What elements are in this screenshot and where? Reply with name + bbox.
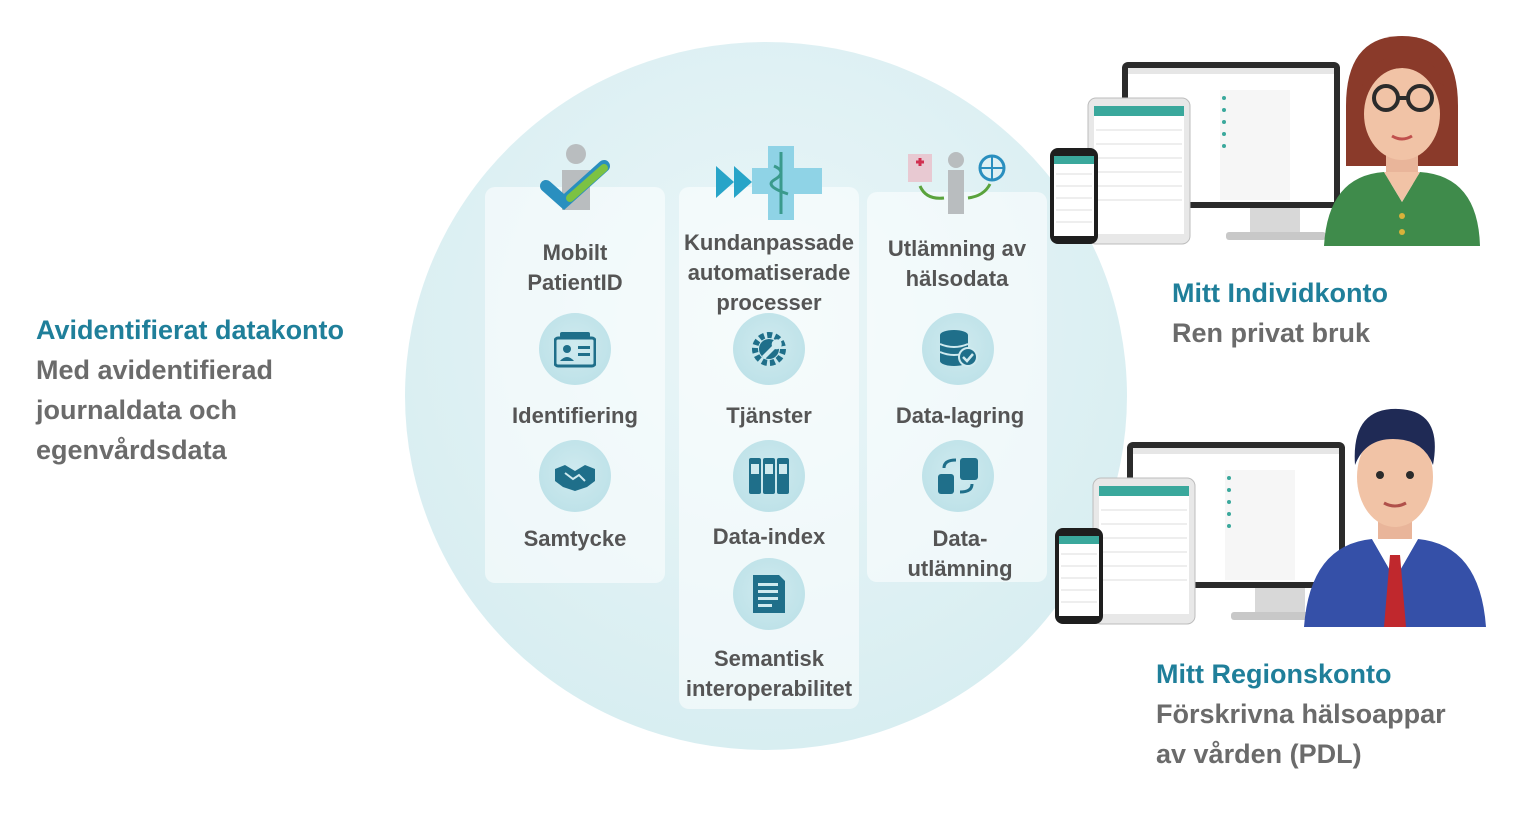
left-title: Avidentifierat datakonto: [36, 315, 345, 345]
column-3-heading-line-2: hälsodata: [905, 266, 1009, 291]
data-lagring-label: Data-lagring: [895, 403, 1025, 428]
column-2-heading-line-3: processer: [716, 290, 822, 315]
document-icon: [733, 558, 805, 630]
data-transfer-icon: [922, 440, 994, 512]
region-line-2: av vården (PDL): [1156, 739, 1362, 769]
column-1-heading-line-2: PatientID: [527, 270, 623, 295]
medical-cross-icon: [712, 146, 824, 220]
tjanster-label: Tjänster: [726, 403, 812, 428]
individ-text-block: Mitt Individkonto Ren privat bruk: [1172, 273, 1512, 353]
interoperabilitet-label: interoperabilitet: [685, 676, 853, 701]
individ-devices: [1050, 60, 1350, 250]
data-dash-label: Data-: [932, 526, 988, 551]
column-data-sharing: [867, 192, 1047, 582]
utlamning-label: utlämning: [907, 556, 1013, 581]
samtycke-label: Samtycke: [523, 526, 627, 551]
column-2-heading: Kundanpassade automatiserade processer: [672, 228, 866, 318]
individ-title: Mitt Individkonto: [1172, 278, 1388, 308]
region-text-block: Mitt Regionskonto Förskrivna hälsoappar …: [1156, 654, 1526, 774]
semantisk-label: Semantisk: [713, 646, 825, 671]
column-1-heading-line-1: Mobilt: [542, 240, 608, 265]
column-1-heading: Mobilt PatientID: [485, 238, 665, 298]
left-line-2: journaldata och: [36, 395, 238, 425]
column-3-last-label: Data- utlämning: [867, 524, 1053, 584]
binders-icon: [733, 440, 805, 512]
person-check-icon: [540, 140, 612, 220]
left-text-block: Avidentifierat datakonto Med avidentifie…: [36, 310, 396, 470]
woman-avatar-icon: [1322, 36, 1482, 246]
wrench-gear-icon: [733, 313, 805, 385]
column-2-last-label: Semantisk interoperabilitet: [672, 644, 866, 704]
individ-sub: Ren privat bruk: [1172, 318, 1371, 348]
column-3-heading: Utlämning av hälsodata: [860, 234, 1054, 294]
handshake-icon: [539, 440, 611, 512]
identifiering-label: Identifiering: [512, 403, 638, 428]
region-title: Mitt Regionskonto: [1156, 659, 1392, 689]
left-line-3: egenvårdsdata: [36, 435, 227, 465]
id-card-icon: [539, 313, 611, 385]
column-2-heading-line-2: automatiserade: [687, 260, 851, 285]
region-devices: [1055, 440, 1355, 630]
column-3-heading-line-1: Utlämning av: [887, 236, 1027, 261]
hospital-person-globe-icon: [904, 148, 1010, 220]
man-avatar-icon: [1300, 405, 1490, 627]
column-patient-id: [485, 187, 665, 583]
left-line-1: Med avidentifierad: [36, 355, 274, 385]
column-2-heading-line-1: Kundanpassade: [684, 230, 854, 255]
region-line-1: Förskrivna hälsoappar: [1156, 699, 1446, 729]
database-check-icon: [922, 313, 994, 385]
data-index-label: Data-index: [712, 524, 826, 549]
